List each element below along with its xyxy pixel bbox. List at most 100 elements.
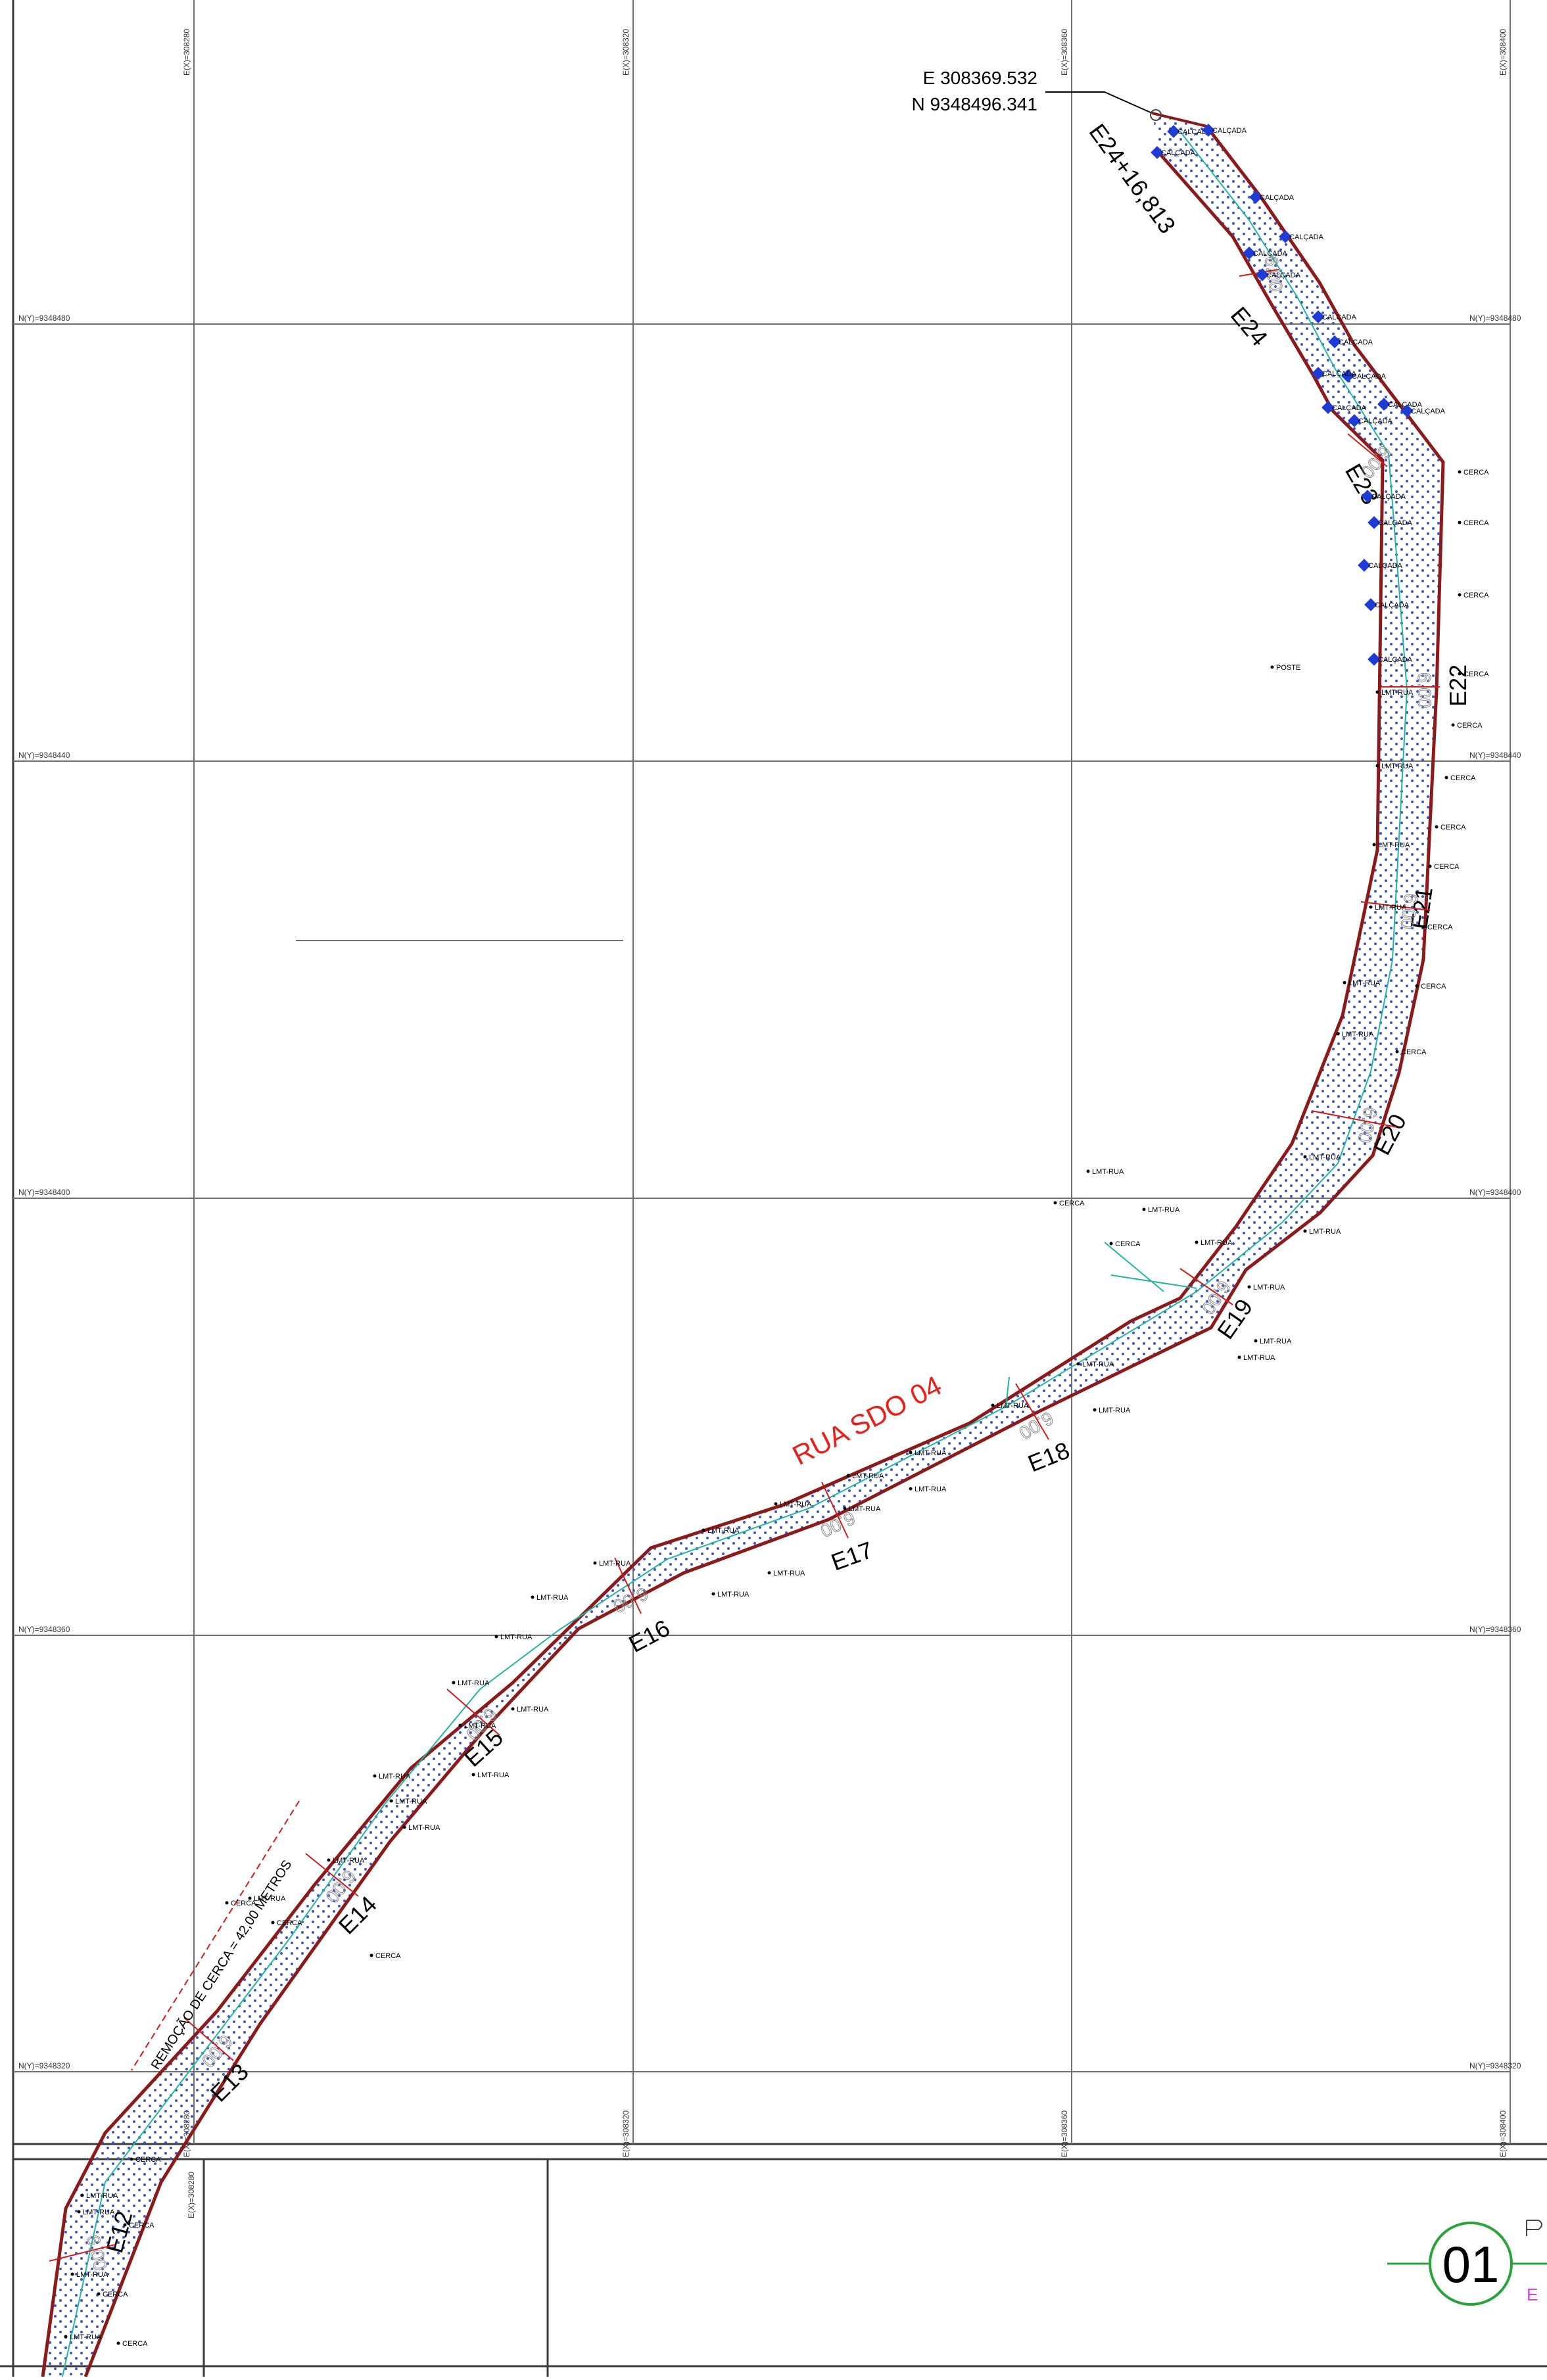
survey-point-label: CALÇADA (1253, 250, 1288, 258)
survey-point-label: LMT-RUA (76, 2271, 108, 2279)
calcada-marker (1358, 559, 1371, 572)
northing-label-9348440-left: N(Y)=9348440 (18, 751, 70, 760)
cross-section-line (446, 1689, 500, 1736)
survey-point-label: CALÇADA (1388, 401, 1423, 409)
survey-point-label: LMT-RUA (707, 1527, 740, 1535)
survey-point-marker (116, 2341, 120, 2345)
survey-point-label: LMT-RUA (1099, 1407, 1131, 1414)
easting-label-308320-bottom: E(X)=308320 (621, 2111, 631, 2157)
survey-point-marker (123, 2223, 127, 2227)
survey-point-marker (991, 1403, 995, 1407)
survey-point-marker (1421, 925, 1425, 929)
road-width-label: 6.00 (1396, 892, 1421, 930)
northing-label-9348320-right: N(Y)=9348320 (1469, 2061, 1521, 2070)
survey-point-marker (511, 1707, 515, 1711)
calcada-marker (1202, 124, 1215, 137)
survey-point-marker (1372, 843, 1376, 847)
survey-point-marker (97, 2292, 101, 2296)
cross-section-line (1015, 1383, 1049, 1440)
survey-point-marker (1458, 672, 1462, 676)
survey-point-marker (1093, 1408, 1097, 1412)
survey-point-marker (1458, 521, 1462, 525)
survey-point-marker (248, 1896, 252, 1900)
survey-point-label: LMT-RUA (915, 1485, 947, 1493)
survey-point-label: CALÇADA (1322, 370, 1357, 378)
calcada-marker (1312, 367, 1325, 380)
survey-point-marker (1458, 470, 1462, 474)
survey-point-label: LMT-RUA (599, 1560, 631, 1568)
calcada-marker (1312, 310, 1325, 323)
survey-point-marker (1270, 665, 1274, 669)
survey-point-marker (1247, 1285, 1251, 1289)
cross-section-line (183, 2017, 234, 2061)
survey-point-label: LMT-RUA (333, 1857, 365, 1865)
road-body (41, 112, 1445, 2377)
cross-section-line (305, 1853, 359, 1897)
survey-point-label: LMT-RUA (395, 1798, 427, 1806)
survey-point-label: LMT-RUA (1243, 1354, 1275, 1362)
survey-point-marker (1369, 905, 1373, 909)
survey-point-label: CALÇADA (1260, 194, 1295, 202)
cross-section-line (614, 1557, 642, 1614)
survey-point-label: LMT-RUA (1378, 841, 1410, 849)
survey-point-label: CERCA (122, 2340, 148, 2348)
survey-point-label: CALÇADA (1378, 519, 1413, 527)
survey-point-label: CALÇADA (1378, 656, 1413, 664)
survey-point-marker (64, 2335, 68, 2339)
survey-point-marker (80, 2193, 84, 2197)
endpoint-callout: E 308369.532 N 9348496.341 (911, 68, 1162, 121)
northing-label-9348360-left: N(Y)=9348360 (18, 1625, 70, 1634)
survey-point-marker (1428, 864, 1432, 868)
survey-point-label: CERCA (231, 1900, 256, 1907)
calcada-marker (1361, 490, 1374, 503)
endpoint-easting: E 308369.532 (923, 68, 1037, 88)
survey-point-label: LMT-RUA (1092, 1168, 1124, 1176)
survey-point-label: CERCA (1059, 1200, 1085, 1207)
survey-point-label: CALÇADA (1375, 601, 1410, 609)
survey-point-label: CERCA (135, 2156, 161, 2164)
survey-point-marker (1435, 825, 1439, 829)
survey-point-marker (373, 1774, 377, 1778)
cross-section-line (1179, 1268, 1233, 1305)
survey-point-marker (1415, 984, 1419, 988)
cross-section-line (49, 2244, 116, 2262)
survey-point-label: CERCA (1421, 983, 1446, 991)
survey-point-marker (909, 1451, 913, 1455)
station-label: E22 (1444, 665, 1471, 707)
survey-point-marker (77, 2210, 81, 2214)
survey-point-label: LMT-RUA (1309, 1154, 1341, 1161)
survey-point-label: LMT-RUA (458, 1679, 490, 1687)
survey-point-label: LMT-RUA (1148, 1206, 1180, 1214)
endpoint-leader-line (1045, 91, 1153, 114)
survey-point-label: LMT-RUA (408, 1824, 440, 1832)
northing-label-9348320-left: N(Y)=9348320 (18, 2061, 70, 2070)
sheet-number-badge: 01 E (1387, 2220, 1547, 2306)
survey-point-marker (767, 1571, 771, 1575)
survey-point-label: LMT-RUA (1381, 689, 1414, 697)
survey-point-label: LMT-RUA (1260, 1338, 1292, 1345)
survey-point-label: CERCA (375, 1952, 401, 1960)
survey-point-marker (1303, 1229, 1307, 1233)
easting-label-308360-top: E(X)=308360 (1060, 29, 1069, 76)
survey-point-marker (389, 1799, 393, 1803)
survey-point-label: CERCA (1464, 592, 1489, 599)
northing-label-9348400-right: N(Y)=9348400 (1469, 1188, 1521, 1197)
cross-section-line (1347, 433, 1388, 467)
survey-point-marker (1237, 1355, 1241, 1359)
survey-point-label: CERCA (1401, 1048, 1427, 1056)
survey-point-label: LMT-RUA (379, 1773, 411, 1781)
survey-point-label: LMT-RUA (517, 1706, 549, 1714)
station-label: E16 (625, 1614, 675, 1658)
survey-point-marker (1444, 776, 1448, 780)
calcada-marker (1243, 246, 1256, 260)
station-label: E17 (828, 1536, 876, 1575)
survey-point-label: LMT-RUA (536, 1594, 569, 1602)
survey-point-marker (531, 1595, 535, 1599)
survey-point-marker (471, 1773, 475, 1777)
survey-point-label: LMT-RUA (915, 1449, 947, 1457)
survey-point-label: CALÇADA (1289, 233, 1324, 241)
survey-point-marker (1076, 1362, 1080, 1366)
survey-point-label: CALÇADA (1352, 373, 1387, 381)
